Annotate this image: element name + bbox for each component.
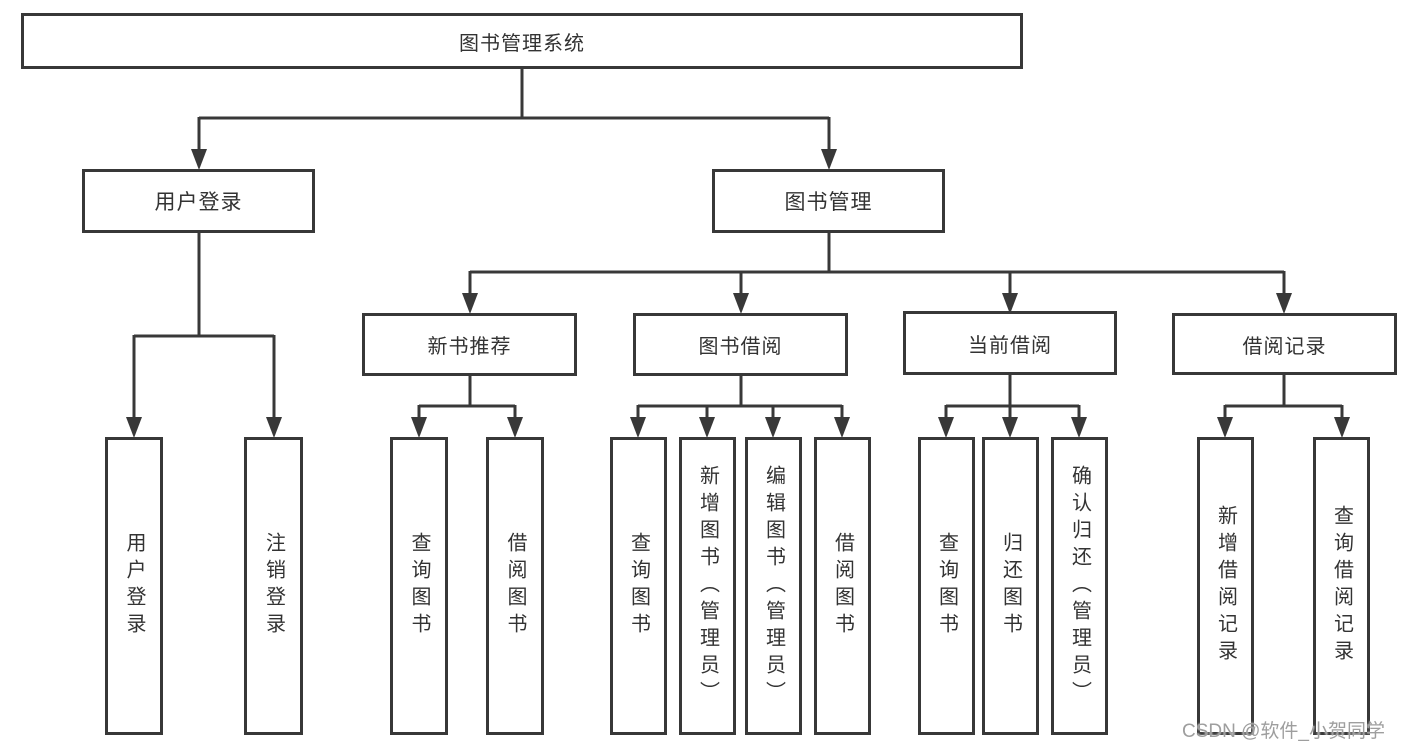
node-borrow-record-label: 借阅记录 [1242, 335, 1327, 358]
leaf-user-login: 用户登录 [105, 437, 163, 735]
node-user-login: 用户登录 [82, 169, 315, 233]
leaf-user-login-label: 用户登录 [123, 532, 145, 640]
arrow-down-icon [1217, 417, 1233, 438]
leaf-return-book: 归还图书 [982, 437, 1039, 735]
leaf-borrow-book-2-label: 借阅图书 [831, 532, 854, 640]
node-borrow-record: 借阅记录 [1172, 313, 1397, 375]
arrow-down-icon [1002, 293, 1018, 314]
arrow-down-icon [1276, 293, 1292, 314]
leaf-query-borrow-record-label: 查询借阅记录 [1330, 505, 1353, 667]
arrow-down-icon [733, 293, 749, 314]
leaf-confirm-return-admin: 确认归还（管理员） [1051, 437, 1108, 735]
arrow-down-icon [462, 293, 478, 314]
leaf-add-borrow-record: 新增借阅记录 [1197, 437, 1254, 735]
arrow-down-icon [266, 417, 282, 438]
leaf-query-borrow-record: 查询借阅记录 [1313, 437, 1370, 735]
node-root-label: 图书管理系统 [459, 32, 585, 55]
arrow-down-icon [834, 417, 850, 438]
node-current-borrow-label: 当前借阅 [968, 334, 1052, 357]
node-book-management-label: 图书管理 [784, 191, 873, 214]
node-current-borrow: 当前借阅 [903, 311, 1117, 375]
leaf-borrow-book-2: 借阅图书 [814, 437, 871, 735]
leaf-query-book-1: 查询图书 [390, 437, 448, 735]
leaf-add-book-admin-label: 新增图书（管理员） [696, 464, 719, 708]
arrow-down-icon [126, 417, 142, 438]
node-book-management: 图书管理 [712, 169, 945, 233]
leaf-query-book-2: 查询图书 [610, 437, 667, 735]
leaf-add-borrow-record-label: 新增借阅记录 [1214, 505, 1237, 667]
arrowhead-icons [126, 149, 1350, 438]
leaf-logout-label: 注销登录 [262, 532, 285, 640]
arrow-down-icon [1334, 417, 1350, 438]
leaf-edit-book-admin-label: 编辑图书（管理员） [762, 464, 785, 708]
node-new-book-recommend-label: 新书推荐 [427, 336, 512, 358]
arrow-down-icon [1071, 417, 1087, 438]
arrow-down-icon [765, 417, 781, 438]
connector-lines [132, 69, 1344, 418]
leaf-add-book-admin: 新增图书（管理员） [679, 437, 736, 735]
leaf-borrow-book-1-label: 借阅图书 [504, 532, 526, 640]
arrow-down-icon [191, 149, 207, 170]
arrow-down-icon [411, 417, 427, 438]
node-root: 图书管理系统 [21, 13, 1023, 69]
leaf-query-book-3-label: 查询图书 [935, 532, 958, 640]
node-book-borrow-label: 图书借阅 [698, 336, 783, 358]
node-book-borrow: 图书借阅 [633, 313, 848, 376]
leaf-query-book-3: 查询图书 [918, 437, 975, 735]
arrow-down-icon [1002, 417, 1018, 438]
leaf-query-book-1-label: 查询图书 [408, 532, 430, 640]
node-user-login-label: 用户登录 [154, 191, 243, 214]
leaf-confirm-return-admin-label: 确认归还（管理员） [1068, 464, 1091, 708]
node-new-book-recommend: 新书推荐 [362, 313, 577, 376]
leaf-return-book-label: 归还图书 [999, 532, 1022, 640]
arrow-down-icon [630, 417, 646, 438]
leaf-borrow-book-1: 借阅图书 [486, 437, 544, 735]
arrow-down-icon [821, 149, 837, 170]
arrow-down-icon [507, 417, 523, 438]
csdn-watermark: CSDN @软件_小贺同学 [1182, 721, 1385, 742]
leaf-query-book-2-label: 查询图书 [627, 532, 650, 640]
arrow-down-icon [699, 417, 715, 438]
arrow-down-icon [938, 417, 954, 438]
leaf-edit-book-admin: 编辑图书（管理员） [745, 437, 802, 735]
leaf-logout: 注销登录 [244, 437, 303, 735]
